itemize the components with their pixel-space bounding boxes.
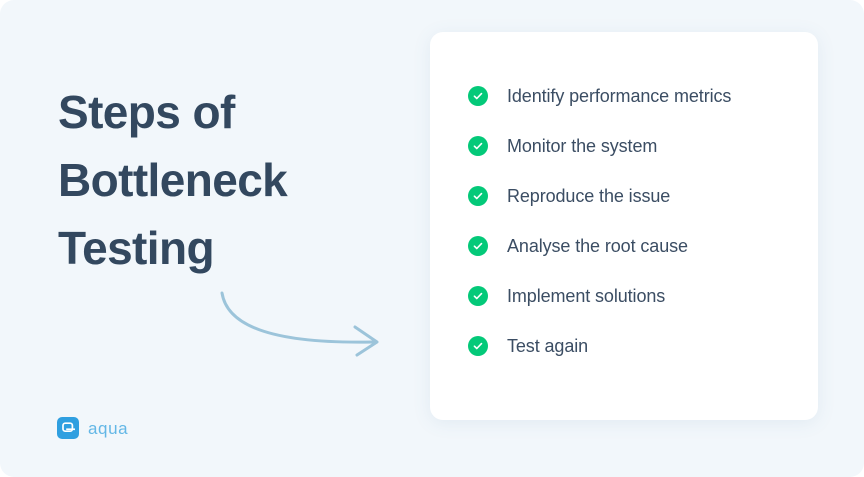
step-label: Reproduce the issue: [507, 186, 671, 206]
check-circle-icon: [468, 86, 488, 106]
step-label: Monitor the system: [507, 136, 658, 156]
steps-card: Identify performance metrics Monitor the…: [430, 32, 818, 420]
step-label: Implement solutions: [507, 286, 666, 306]
check-circle-icon: [468, 136, 488, 156]
page-title-line-1: Steps of: [58, 86, 235, 138]
check-circle-icon: [468, 236, 488, 256]
list-item: Identify performance metrics: [468, 71, 794, 121]
list-item: Reproduce the issue: [468, 171, 794, 221]
step-label: Identify performance metrics: [507, 86, 732, 106]
list-item: Test again: [468, 321, 794, 371]
page-title-line-2: Bottleneck: [58, 154, 288, 206]
list-item: Analyse the root cause: [468, 221, 794, 271]
aqua-logo-icon: [57, 417, 79, 439]
list-item: Monitor the system: [468, 121, 794, 171]
check-circle-icon: [468, 286, 488, 306]
page-title: Steps of Bottleneck Testing: [58, 78, 388, 282]
step-label: Test again: [507, 336, 589, 356]
list-item: Implement solutions: [468, 271, 794, 321]
steps-list: Identify performance metrics Monitor the…: [468, 71, 794, 371]
check-circle-icon: [468, 186, 488, 206]
curved-arrow-icon: [205, 280, 400, 360]
page-title-line-3: Testing: [58, 222, 215, 274]
check-circle-icon: [468, 336, 488, 356]
brand-wordmark: aqua: [88, 418, 129, 438]
brand-logo: aqua: [57, 417, 128, 439]
left-column: Steps of Bottleneck Testing aqua: [0, 0, 420, 477]
step-label: Analyse the root cause: [507, 236, 688, 256]
